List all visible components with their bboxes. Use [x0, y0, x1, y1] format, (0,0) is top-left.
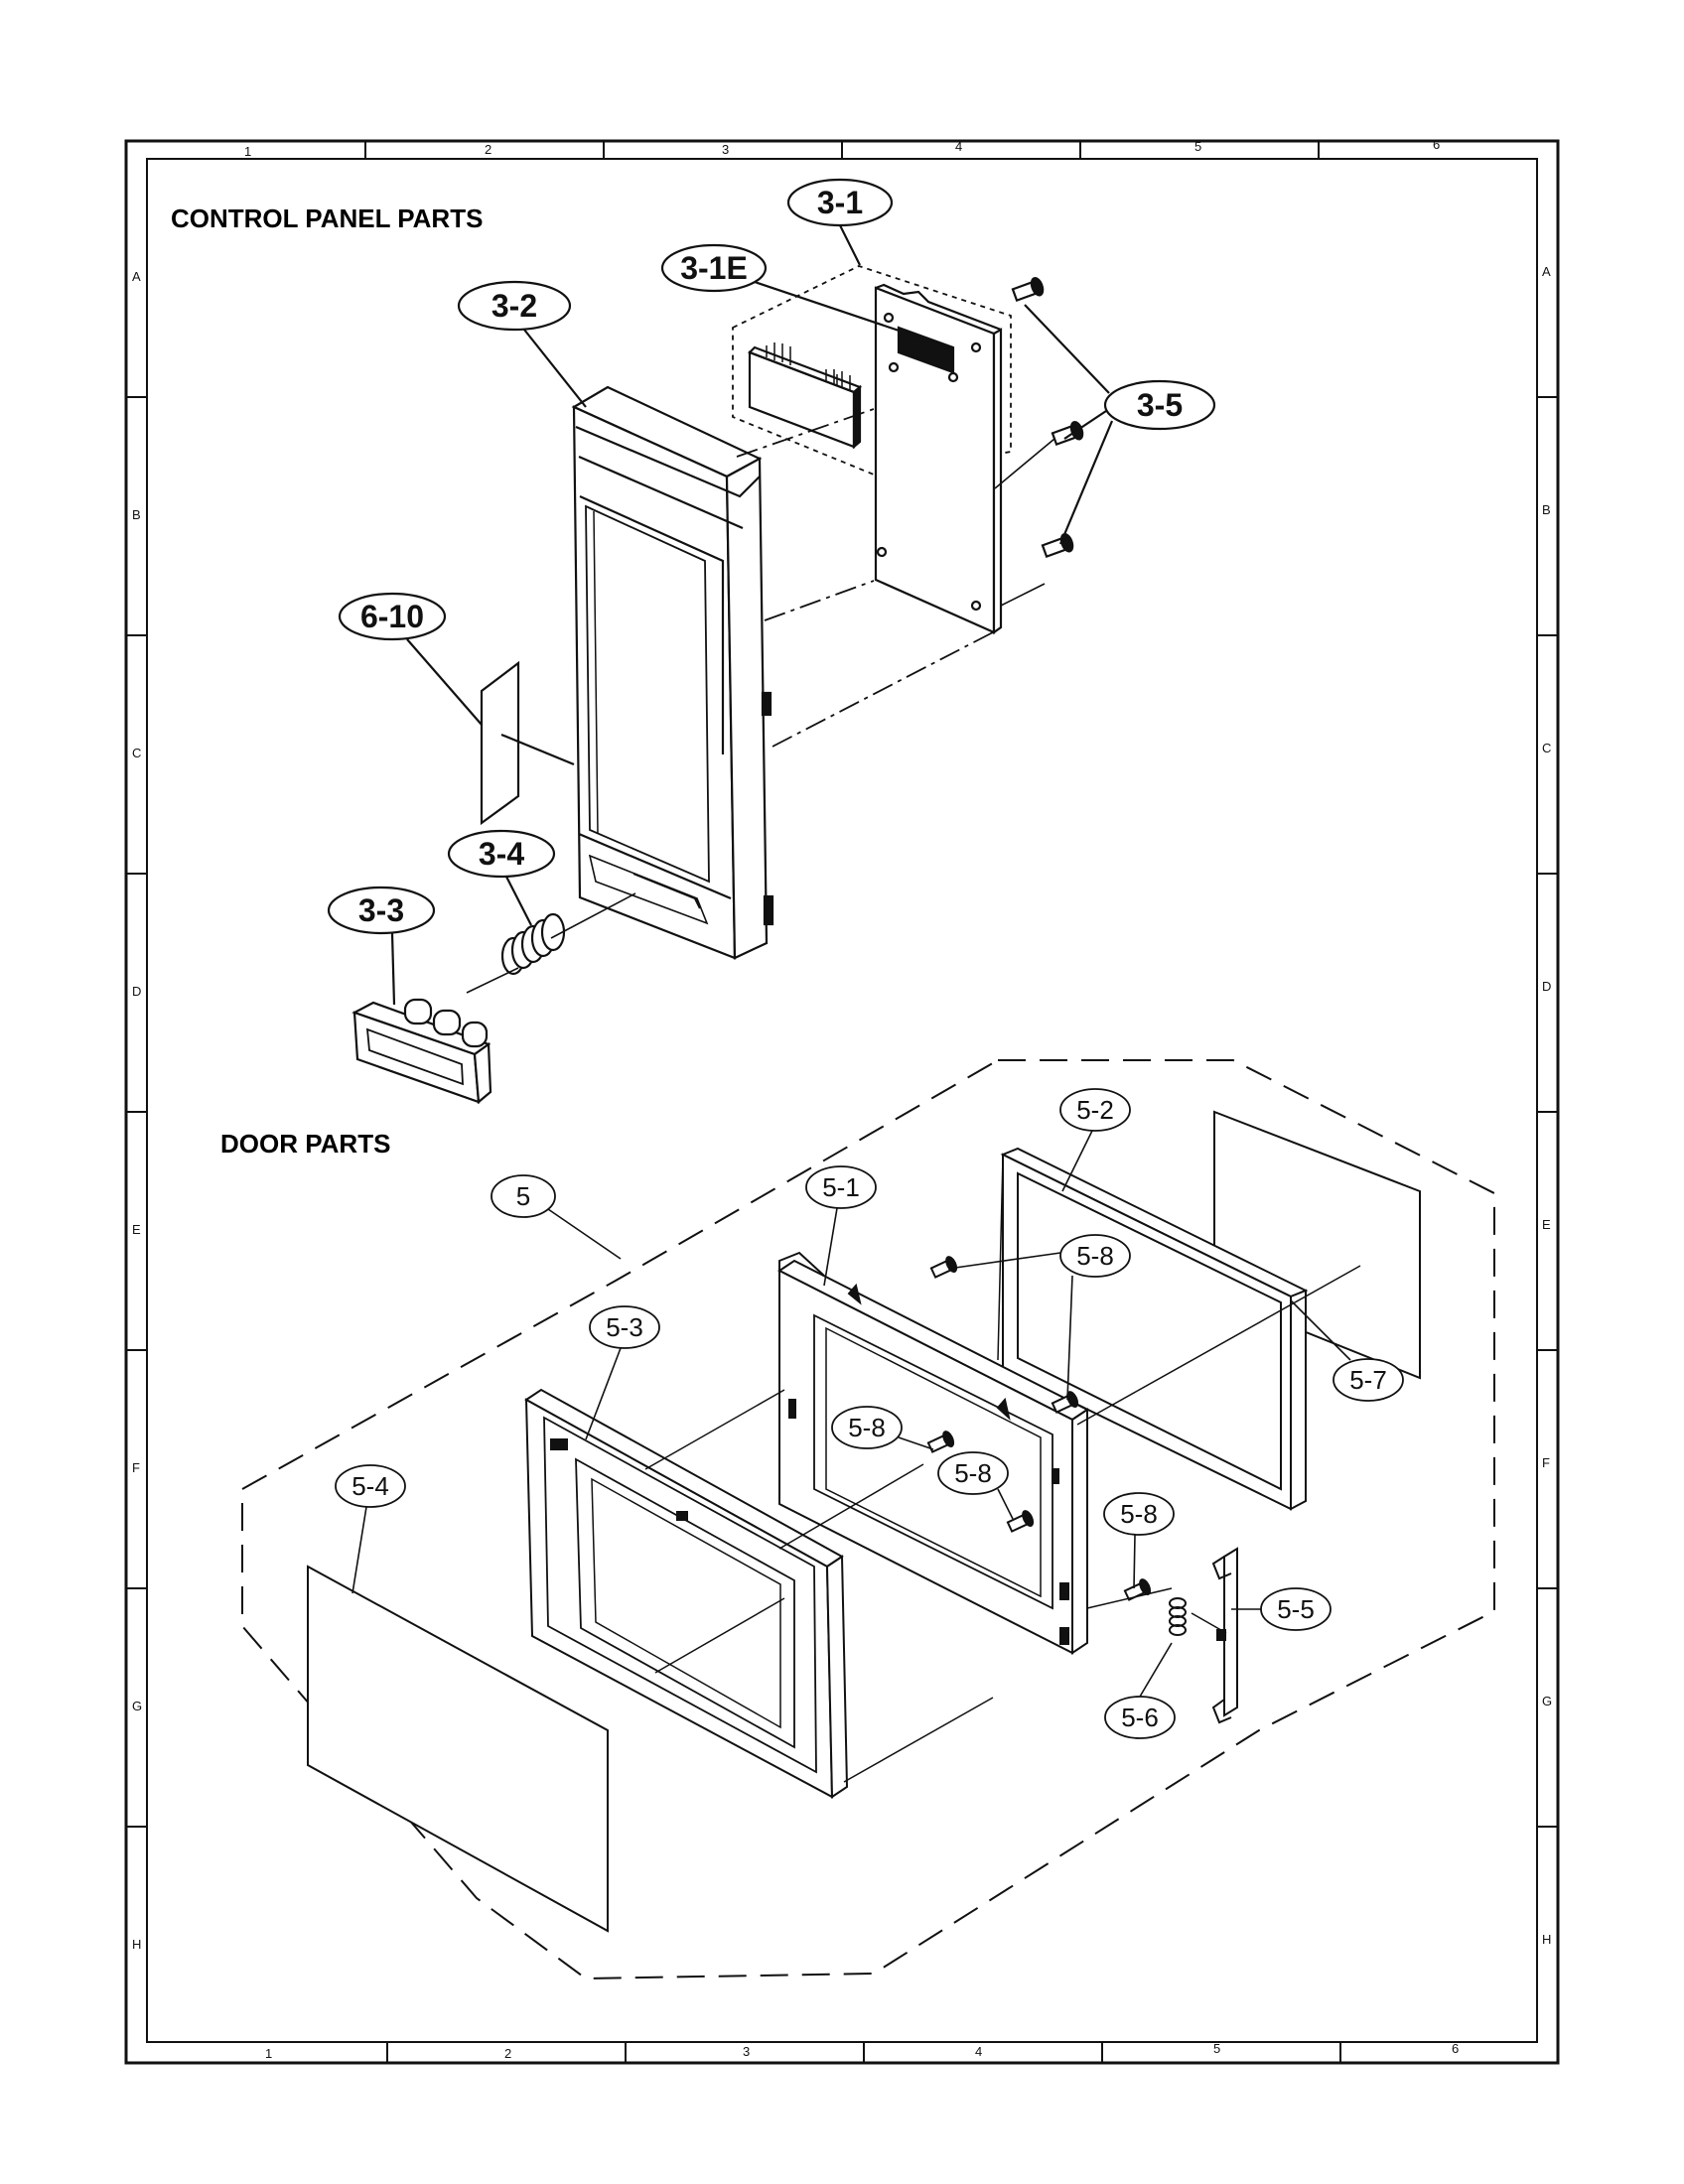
- screws-3-5: [1011, 277, 1084, 559]
- callout-6-10: 6-10: [360, 599, 424, 634]
- grid-row-c-left: C: [132, 746, 141, 760]
- grid-col-2-bottom: 2: [504, 2046, 511, 2061]
- grid-row-b-right: B: [1542, 502, 1551, 517]
- callout-5-6: 5-6: [1121, 1703, 1159, 1732]
- door-panel-5-3: [524, 1388, 849, 1799]
- grid-row-h-left: H: [132, 1937, 141, 1952]
- grid-row-g-left: G: [132, 1699, 142, 1713]
- door-callout-labels: 5-2 5-1 5 5-8 5-3 5-8 5-8 5-4 5-8 5-7 5-…: [351, 1095, 1387, 1732]
- grid-row-a-left: A: [132, 269, 141, 284]
- callout-3-1: 3-1: [817, 185, 863, 220]
- drawing-frame: [124, 139, 1560, 2065]
- grid-row-g-right: G: [1542, 1694, 1552, 1708]
- callout-5-8-c: 5-8: [954, 1458, 992, 1488]
- grid-col-6-top: 6: [1433, 137, 1440, 152]
- control-panel-callouts: [327, 178, 1216, 1006]
- control-panel-frame: [571, 385, 774, 960]
- door-frame-5-1: [777, 1251, 1089, 1655]
- grid-row-h-right: H: [1542, 1932, 1551, 1947]
- grid-row-a-right: A: [1542, 264, 1551, 279]
- callout-3-1e: 3-1E: [680, 250, 748, 286]
- latch-5-5: [1211, 1547, 1238, 1724]
- callout-5-8-d: 5-8: [1120, 1499, 1158, 1529]
- grid-col-1-top: 1: [244, 144, 251, 159]
- callout-3-3: 3-3: [358, 892, 404, 928]
- callout-3-5: 3-5: [1137, 387, 1183, 423]
- grid-row-d-left: D: [132, 984, 141, 999]
- grid-col-5-bottom: 5: [1213, 2041, 1220, 2056]
- control-panel-title: CONTROL PANEL PARTS: [171, 204, 483, 233]
- screws-5-8: [926, 1256, 1152, 1601]
- grid-col-5-top: 5: [1194, 139, 1201, 154]
- spring-3-4: [500, 912, 566, 976]
- control-unit-board: [874, 283, 1003, 635]
- callout-5-5: 5-5: [1277, 1594, 1315, 1624]
- callout-5-4: 5-4: [351, 1471, 389, 1501]
- control-panel-callout-labels: 3-1 3-1E 3-2 3-5 6-10 3-4 3-3: [358, 185, 1183, 928]
- grid-row-c-right: C: [1542, 741, 1551, 755]
- callout-5-8-b: 5-8: [848, 1413, 886, 1442]
- grid-col-4-top: 4: [955, 139, 962, 154]
- grid-row-e-right: E: [1542, 1217, 1551, 1232]
- control-panel-assembly: [351, 265, 1084, 1105]
- grid-row-b-left: B: [132, 507, 141, 522]
- callout-5-2: 5-2: [1076, 1095, 1114, 1125]
- callout-5-1: 5-1: [822, 1172, 860, 1202]
- door-callouts: [335, 1088, 1404, 1739]
- callout-5-7: 5-7: [1349, 1365, 1387, 1395]
- door-parts-title: DOOR PARTS: [220, 1129, 390, 1159]
- grid-row-d-right: D: [1542, 979, 1551, 994]
- grid-row-f-right: F: [1542, 1455, 1550, 1470]
- grid-col-1-bottom: 1: [265, 2046, 272, 2061]
- grid-col-2-top: 2: [485, 142, 491, 157]
- grid-col-4-bottom: 4: [975, 2044, 982, 2059]
- callout-3-2: 3-2: [491, 288, 537, 324]
- callout-3-4: 3-4: [479, 836, 524, 872]
- callout-5-8-a: 5-8: [1076, 1241, 1114, 1271]
- door-callout-leaders: [351, 1130, 1351, 1698]
- callout-5: 5: [516, 1181, 530, 1211]
- grid-col-3-bottom: 3: [743, 2044, 750, 2059]
- grid-index: 1 2 3 4 5 6 1 2 3 4 5 6 A B C D E F G H …: [132, 137, 1552, 2061]
- grid-col-6-bottom: 6: [1452, 2041, 1459, 2056]
- door-open-button-3-3: [351, 998, 492, 1105]
- label-sheet-6-10: [480, 660, 520, 826]
- sheet-5-4: [307, 1565, 609, 1933]
- grid-row-e-left: E: [132, 1222, 141, 1237]
- grid-row-f-left: F: [132, 1460, 140, 1475]
- connector-block: [748, 342, 863, 450]
- grid-col-3-top: 3: [722, 142, 729, 157]
- spring-5-6: [1169, 1597, 1187, 1636]
- callout-5-3: 5-3: [606, 1312, 643, 1342]
